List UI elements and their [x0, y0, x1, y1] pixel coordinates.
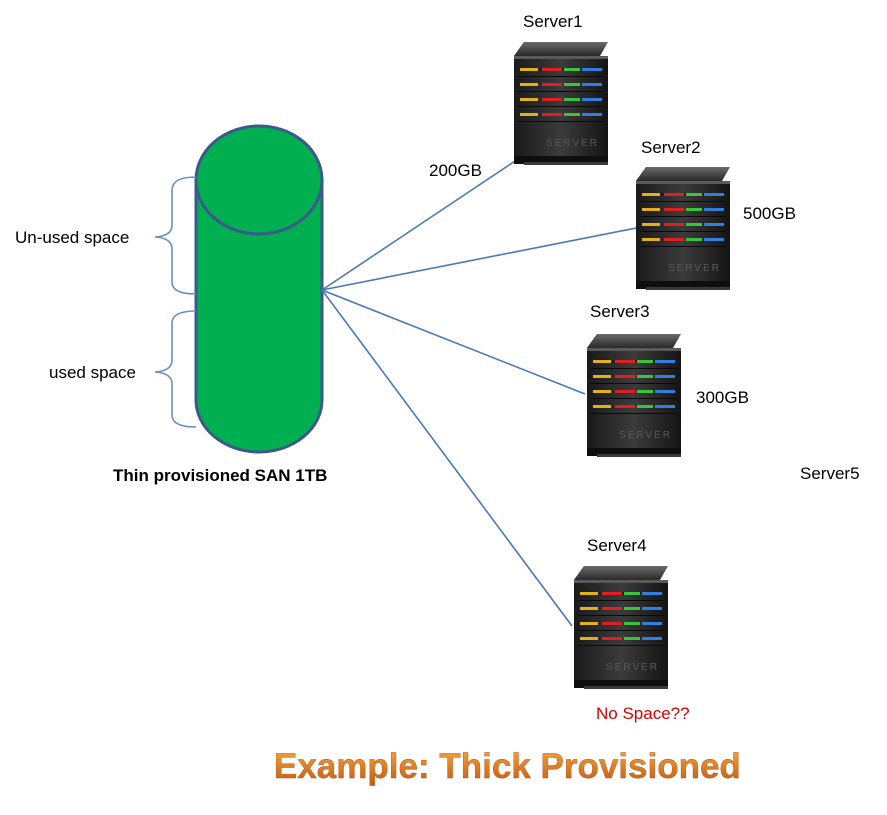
server2-capacity: 500GB [743, 204, 796, 223]
server3-capacity: 300GB [696, 388, 749, 407]
server2-name: Server2 [641, 138, 701, 157]
diagram-title: Example: Thick Provisioned [274, 747, 741, 786]
used-space-brace [154, 310, 197, 428]
link-server2 [321, 227, 637, 291]
server3-name: Server3 [590, 302, 650, 321]
connection-lines [321, 144, 637, 627]
server4: SERVER [574, 566, 668, 689]
no-space-warning: No Space?? [596, 704, 690, 723]
san-label: Thin provisioned SAN 1TB [113, 466, 327, 485]
server-badge: SERVER [546, 138, 599, 149]
server5-name: Server5 [800, 464, 860, 483]
server-badge: SERVER [668, 263, 721, 274]
link-server4 [321, 289, 573, 627]
server2: SERVER [636, 167, 730, 290]
used-space-label: used space [49, 363, 136, 382]
server1-capacity: 200GB [429, 161, 482, 180]
server1-name: Server1 [523, 12, 583, 31]
server4-name: Server4 [587, 536, 647, 555]
san-cylinder [194, 124, 324, 454]
link-server3 [321, 289, 586, 395]
server-badge: SERVER [606, 662, 659, 673]
server3: SERVER [587, 334, 681, 457]
server-badge: SERVER [619, 430, 672, 441]
unused-space-label: Un-used space [15, 228, 129, 247]
unused-space-brace [154, 176, 197, 295]
link-server1 [321, 144, 540, 291]
server1: SERVER [514, 42, 608, 165]
